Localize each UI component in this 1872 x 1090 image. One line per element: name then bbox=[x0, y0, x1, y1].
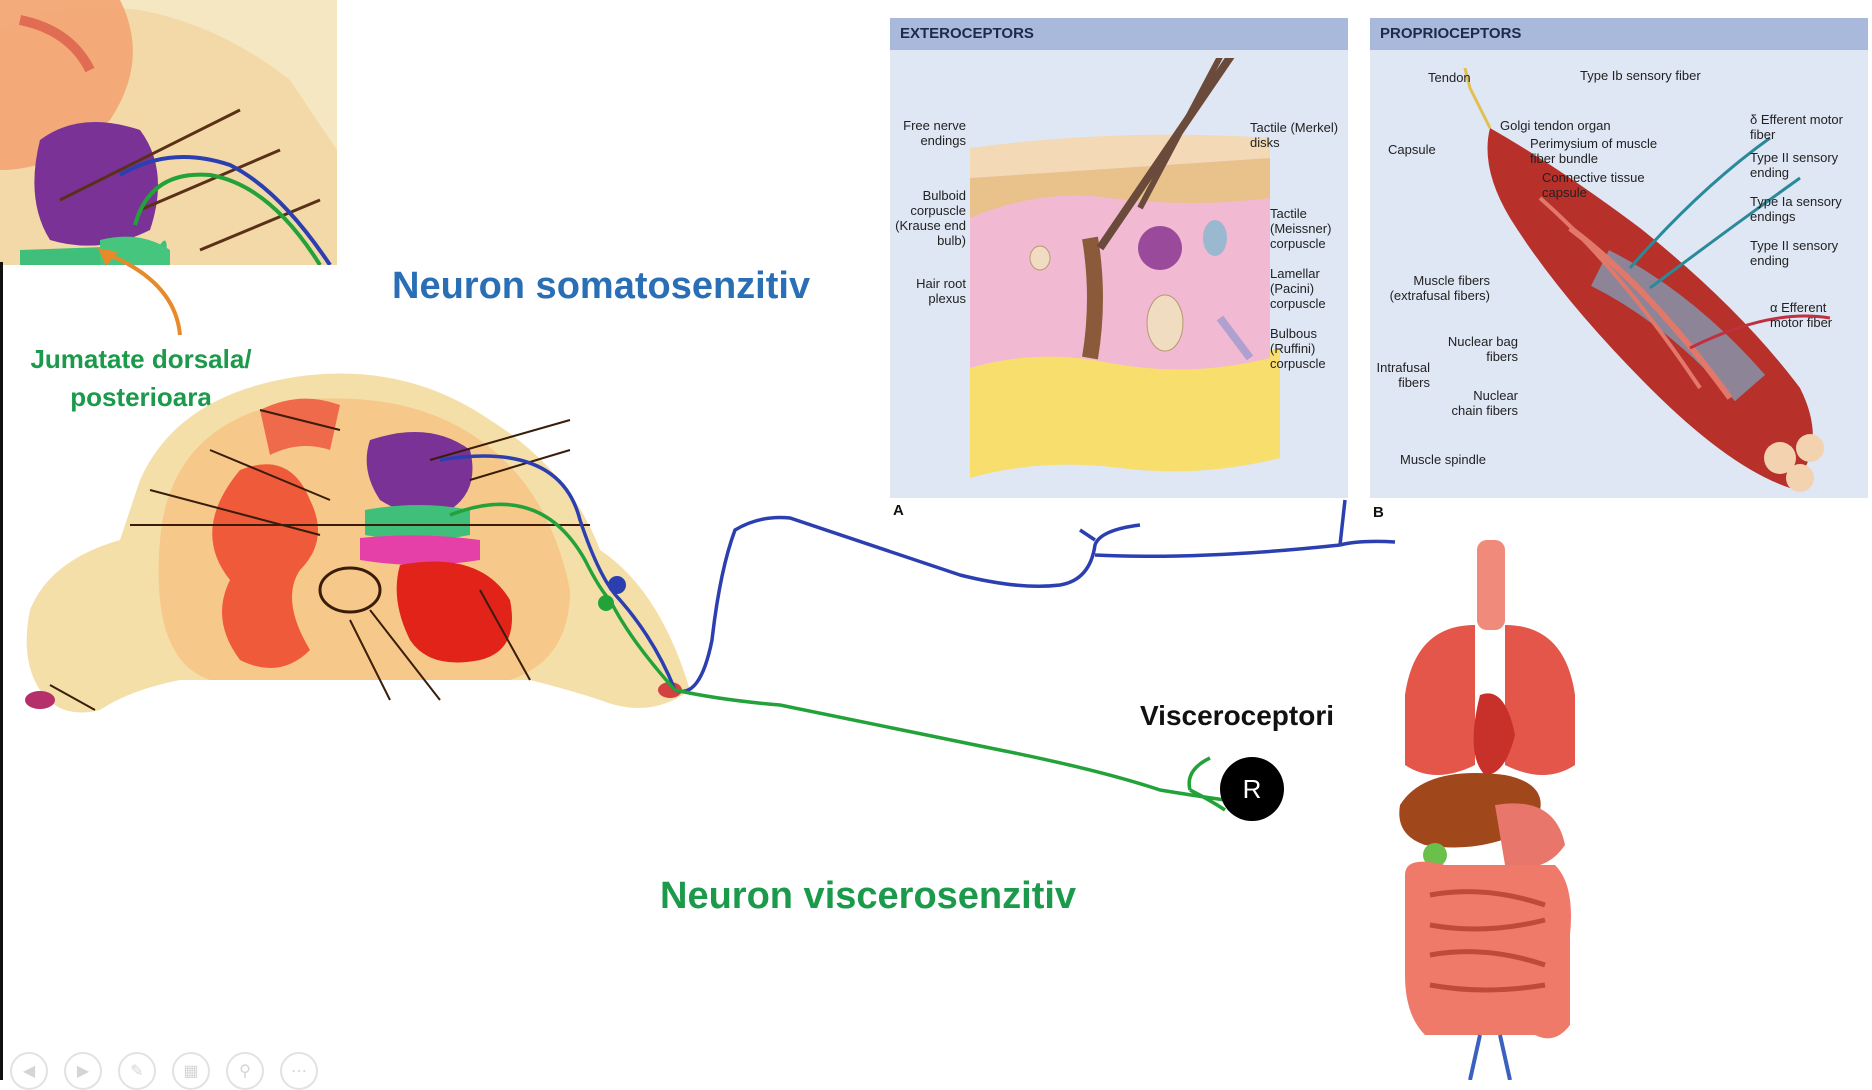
somato-neuron-line bbox=[439, 454, 1396, 694]
proprioceptors-panel: PROPRIOCEPTORS Tendon Type Ib sensory fi… bbox=[1370, 18, 1868, 498]
ext-label-free-nerve: Free nerve endings bbox=[903, 118, 966, 148]
somato-ganglion-dot bbox=[608, 576, 626, 594]
viscero-ganglion-dot bbox=[598, 595, 614, 611]
pointer-arrow-icon bbox=[98, 248, 182, 336]
prop-label-type-ii-a: Type II sensory ending bbox=[1750, 150, 1839, 180]
ext-label-hair-plexus: Hair root plexus bbox=[916, 276, 966, 306]
prop-label-tendon: Tendon bbox=[1428, 70, 1471, 85]
dorsal-label-line2: posterioara bbox=[70, 382, 212, 412]
prop-label-capsule: Capsule bbox=[1388, 142, 1436, 157]
viscero-neuron-line bbox=[449, 502, 1226, 812]
prop-label-alpha-efferent: α Efferent motor fiber bbox=[1770, 300, 1833, 330]
ext-label-merkel: Tactile (Merkel) disks bbox=[1250, 120, 1339, 150]
prop-label-spindle: Muscle spindle bbox=[1400, 452, 1486, 467]
proprioceptors-title: PROPRIOCEPTORS bbox=[1370, 18, 1868, 50]
panel-letter-b: B bbox=[1373, 504, 1384, 521]
prev-icon[interactable]: ◀ bbox=[10, 1052, 48, 1090]
prop-label-perimysium: Perimysium of muscle fiber bundle bbox=[1530, 136, 1658, 166]
pen-icon[interactable]: ✎ bbox=[118, 1052, 156, 1090]
zoom-icon[interactable]: ⚲ bbox=[226, 1052, 264, 1090]
ext-label-krause: Bulboid corpuscle (Krause end bulb) bbox=[895, 188, 966, 248]
viscero-neuron-title: Neuron viscerosenzitiv bbox=[660, 875, 1077, 917]
left-edge-bar bbox=[0, 262, 3, 1080]
receptor-circle: R bbox=[1220, 757, 1284, 821]
muscle-illustration bbox=[1463, 68, 1831, 492]
prop-label-connective: Connective tissue capsule bbox=[1542, 170, 1645, 200]
ext-label-pacini: Lamellar (Pacini) corpuscle bbox=[1270, 266, 1326, 311]
somato-neuron-title: Neuron somatosenzitiv bbox=[392, 265, 811, 307]
ext-label-ruffini: Bulbous (Ruffini) corpuscle bbox=[1270, 326, 1326, 371]
slide-controls: ◀ ▶ ✎ ▦ ⚲ ⋯ bbox=[10, 1052, 318, 1090]
prop-label-type-ii-b: Type II sensory ending bbox=[1750, 238, 1839, 268]
prop-label-delta-efferent: δ Efferent motor fiber bbox=[1750, 112, 1843, 142]
prop-label-type-ia: Type Ia sensory endings bbox=[1750, 194, 1842, 224]
exteroceptors-title: EXTEROCEPTORS bbox=[890, 18, 1348, 50]
receptor-letter: R bbox=[1242, 773, 1262, 804]
dorsal-label-line1: Jumatate dorsala/ bbox=[30, 344, 252, 374]
ext-label-meissner: Tactile (Meissner) corpuscle bbox=[1270, 206, 1332, 251]
panel-letter-a: A bbox=[893, 502, 904, 519]
prop-label-nuclear-chain: Nuclear chain fibers bbox=[1451, 388, 1518, 418]
skin-illustration bbox=[970, 58, 1280, 478]
next-icon[interactable]: ▶ bbox=[64, 1052, 102, 1090]
viscera-illustration bbox=[1399, 540, 1575, 1080]
spinal-cord-zoom bbox=[0, 0, 337, 267]
exteroceptors-panel: EXTEROCEPTORS Free nerve endings Bulboid… bbox=[890, 18, 1348, 498]
prop-label-muscle-fibers: Muscle fibers (extrafusal fibers) bbox=[1389, 273, 1490, 303]
prop-label-type-ib: Type Ib sensory fiber bbox=[1580, 68, 1701, 83]
slides-icon[interactable]: ▦ bbox=[172, 1052, 210, 1090]
prop-label-golgi: Golgi tendon organ bbox=[1500, 118, 1611, 133]
prop-label-intrafusal: Intrafusal fibers bbox=[1376, 360, 1430, 390]
spinal-cord-section bbox=[10, 360, 700, 730]
prop-label-nuclear-bag: Nuclear bag fibers bbox=[1447, 334, 1518, 364]
more-icon[interactable]: ⋯ bbox=[280, 1052, 318, 1090]
visceroceptori-label: Visceroceptori bbox=[1140, 700, 1335, 731]
dorsal-half-label: Jumatate dorsala/ posterioara bbox=[5, 340, 277, 416]
